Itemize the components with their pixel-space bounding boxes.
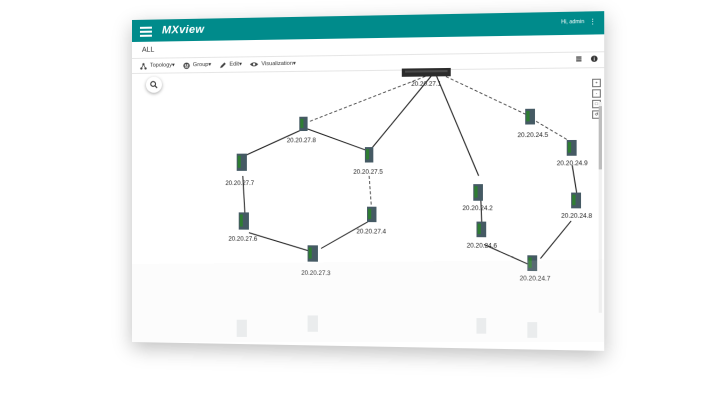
app-bar: MXview Hi, admin ⋮ bbox=[132, 11, 605, 43]
search-icon bbox=[149, 80, 158, 89]
toolbar: Topology ▾ Group ▾ Edit ▾ Visualization … bbox=[132, 51, 605, 74]
rackmount-switch-icon bbox=[401, 67, 451, 77]
visualization-menu[interactable]: Visualization ▾ bbox=[250, 61, 296, 68]
port-led bbox=[567, 142, 572, 153]
port-led bbox=[572, 194, 576, 206]
device-ip-label: 20.20.24.9 bbox=[557, 161, 589, 167]
chevron-down-icon: ▾ bbox=[208, 61, 212, 69]
edit-label: Edit bbox=[229, 61, 240, 68]
port-led bbox=[526, 110, 530, 122]
edit-menu[interactable]: Edit ▾ bbox=[219, 61, 242, 68]
chevron-down-icon: ▾ bbox=[239, 61, 242, 68]
device-ip-label: 20.20.27.7 bbox=[225, 181, 255, 187]
group-icon bbox=[183, 62, 190, 69]
core-switch[interactable]: 20.20.27.1 bbox=[401, 67, 451, 89]
device-node[interactable]: 20.20.27.6 bbox=[228, 212, 258, 243]
device-node[interactable]: 20.20.24.2 bbox=[462, 184, 494, 212]
group-label: Group bbox=[192, 61, 209, 69]
device-node[interactable]: 20.20.24.5 bbox=[517, 108, 549, 140]
device-ip-label: 20.20.24.6 bbox=[467, 243, 498, 249]
group-menu[interactable]: Group ▾ bbox=[183, 61, 212, 69]
device-node[interactable]: 20.20.27.3 bbox=[301, 245, 331, 277]
port-led bbox=[308, 247, 312, 259]
switch-icon bbox=[236, 153, 247, 171]
toolbar-actions bbox=[576, 55, 598, 63]
device-node[interactable]: 20.20.24.6 bbox=[467, 221, 498, 250]
device-ip-label: 20.20.24.8 bbox=[561, 214, 593, 220]
device-node[interactable]: 20.20.24.7 bbox=[520, 255, 552, 283]
device-node[interactable]: 20.20.27.7 bbox=[225, 153, 255, 187]
topology-label: Topology bbox=[149, 62, 172, 69]
device-ip-label: 20.20.27.5 bbox=[353, 170, 383, 176]
device-ip-label: 20.20.27.1 bbox=[411, 82, 442, 89]
link bbox=[369, 176, 371, 205]
switch-icon bbox=[299, 116, 308, 132]
menu-icon[interactable] bbox=[139, 26, 152, 37]
device-ip-label: 20.20.24.5 bbox=[517, 133, 549, 139]
device-ip-label: 20.20.27.4 bbox=[356, 229, 386, 235]
port-led bbox=[474, 186, 478, 198]
topology-icon bbox=[140, 62, 147, 70]
device-ip-label: 20.20.24.2 bbox=[462, 206, 493, 212]
port-led bbox=[239, 214, 243, 227]
more-options-icon[interactable]: ⋮ bbox=[588, 18, 597, 27]
search-button[interactable] bbox=[145, 76, 162, 93]
port-led bbox=[477, 223, 481, 235]
app-window: MXview Hi, admin ⋮ ALL Topology ▾ Group … bbox=[132, 11, 605, 351]
info-icon[interactable] bbox=[590, 55, 598, 62]
window-reflection bbox=[132, 259, 605, 342]
link bbox=[572, 165, 576, 192]
device-node[interactable]: 20.20.27.4 bbox=[356, 206, 387, 236]
pencil-icon bbox=[219, 61, 226, 68]
zoom-in-button[interactable]: + bbox=[592, 78, 601, 88]
device-node[interactable]: 20.20.24.8 bbox=[561, 192, 593, 220]
visualization-label: Visualization bbox=[261, 60, 293, 68]
chevron-down-icon: ▾ bbox=[171, 62, 175, 69]
topology-canvas[interactable]: 20.20.27.1 20.20.27.8 20.20.27.7 20.20.2 bbox=[132, 66, 604, 351]
user-greeting[interactable]: Hi, admin bbox=[561, 18, 585, 26]
link bbox=[308, 129, 366, 151]
switch-icon bbox=[238, 212, 249, 230]
links bbox=[243, 73, 577, 267]
link bbox=[249, 233, 311, 252]
device-node[interactable]: 20.20.27.5 bbox=[353, 147, 384, 176]
device-node[interactable]: 20.20.27.8 bbox=[287, 116, 317, 145]
topology-menu[interactable]: Topology ▾ bbox=[140, 62, 175, 70]
app-logo: MXview bbox=[161, 23, 205, 37]
port-led bbox=[365, 149, 370, 160]
switch-icon bbox=[307, 245, 318, 262]
port-led bbox=[237, 155, 241, 168]
breadcrumb: ALL bbox=[141, 46, 155, 54]
chevron-down-icon: ▾ bbox=[292, 60, 296, 67]
device-ip-label: 20.20.27.3 bbox=[301, 271, 331, 277]
scrollbar-thumb[interactable] bbox=[598, 106, 603, 170]
zoom-out-button[interactable]: - bbox=[592, 89, 601, 98]
device-ip-label: 20.20.27.8 bbox=[287, 138, 317, 144]
link bbox=[540, 221, 571, 259]
eye-icon bbox=[250, 62, 259, 67]
link bbox=[441, 73, 529, 117]
port-led bbox=[300, 118, 304, 128]
device-ip-label: 20.20.27.6 bbox=[228, 237, 258, 243]
device-ip-label: 20.20.24.7 bbox=[520, 276, 552, 283]
port-led bbox=[368, 208, 372, 220]
list-view-icon[interactable] bbox=[576, 56, 583, 62]
device-node[interactable]: 20.20.24.9 bbox=[557, 139, 589, 167]
